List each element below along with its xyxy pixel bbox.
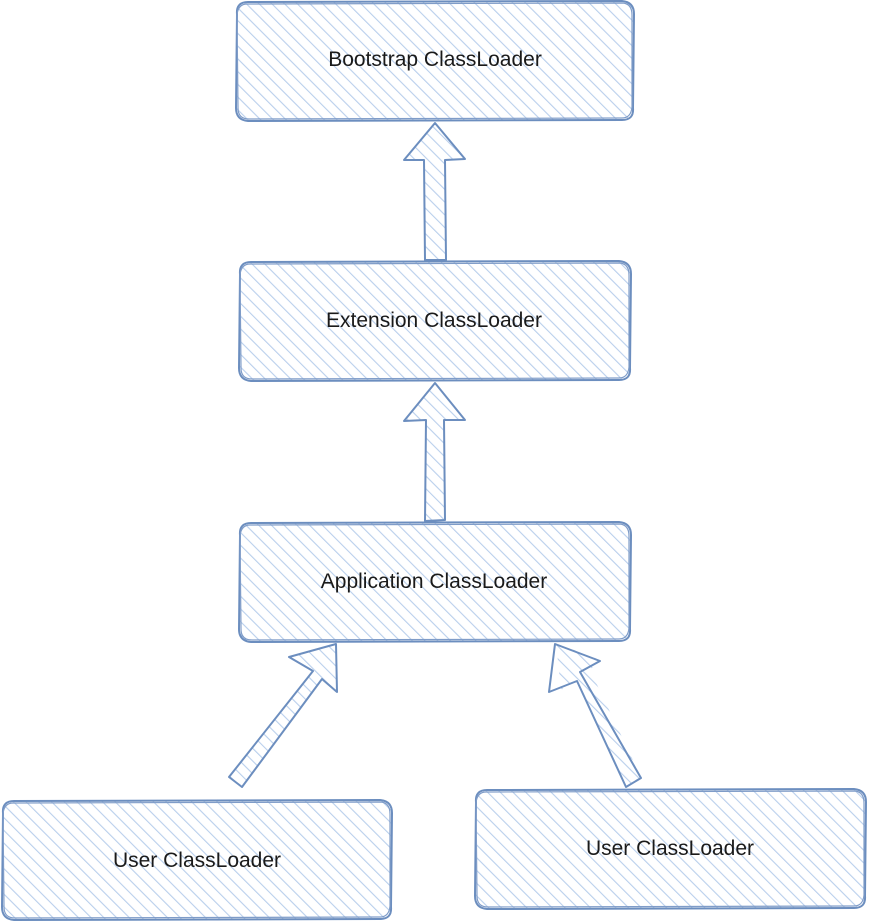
user-left-label: User ClassLoader xyxy=(113,849,281,872)
node-user-classloader-right: User ClassLoader xyxy=(474,788,867,910)
arrow-user-left-to-application xyxy=(228,643,338,788)
user-right-label: User ClassLoader xyxy=(586,837,754,860)
bootstrap-label: Bootstrap ClassLoader xyxy=(328,48,542,71)
node-application-classloader: Application ClassLoader xyxy=(238,521,632,643)
node-extension-classloader: Extension ClassLoader xyxy=(238,260,632,382)
extension-label: Extension ClassLoader xyxy=(326,309,542,332)
node-user-classloader-left: User ClassLoader xyxy=(1,799,393,921)
arrow-extension-to-bootstrap xyxy=(403,122,466,261)
application-label: Application ClassLoader xyxy=(321,570,547,593)
arrow-application-to-extension xyxy=(403,382,466,522)
arrow-user-right-to-application xyxy=(548,643,642,788)
node-bootstrap-classloader: Bootstrap ClassLoader xyxy=(235,0,635,122)
